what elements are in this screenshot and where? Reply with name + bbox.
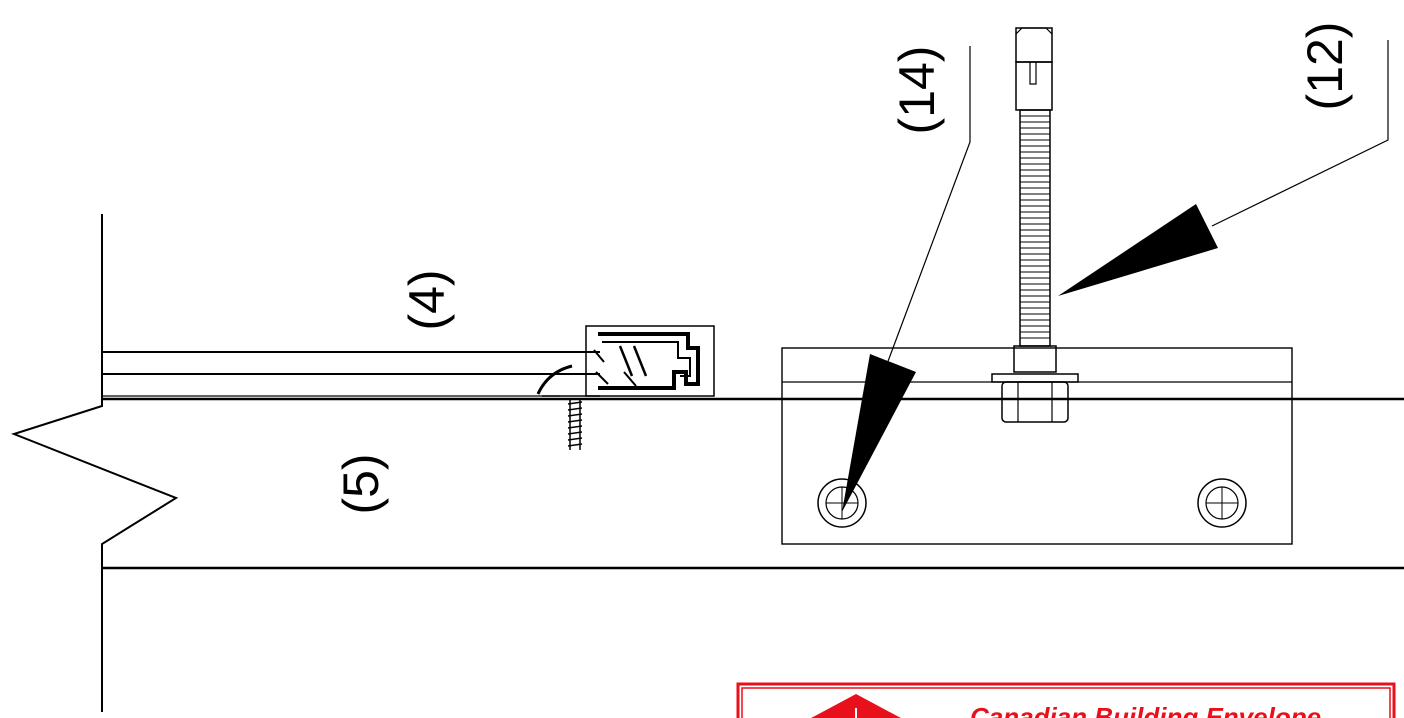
- wall-break-line: [11, 214, 179, 712]
- callout-label-14: (14): [889, 46, 945, 135]
- clip-extrusion: [585, 325, 715, 397]
- callout-label-5: (5): [333, 453, 389, 514]
- company-name: Canadian Building Envelope: [970, 702, 1321, 718]
- leader-12: [1058, 40, 1389, 296]
- callout-label-12: (12): [1297, 22, 1353, 111]
- anchor-bolt: [991, 27, 1079, 423]
- bolt-hole-left: [817, 478, 867, 528]
- company-logo-icon: [811, 694, 901, 718]
- callout-label-4: (4): [399, 269, 455, 330]
- bolt-hole-right: [1197, 478, 1247, 528]
- screw: [536, 364, 600, 450]
- leader-14: [842, 46, 971, 512]
- title-block: Canadian Building Envelope: [736, 682, 1396, 718]
- panel-4: [102, 351, 600, 397]
